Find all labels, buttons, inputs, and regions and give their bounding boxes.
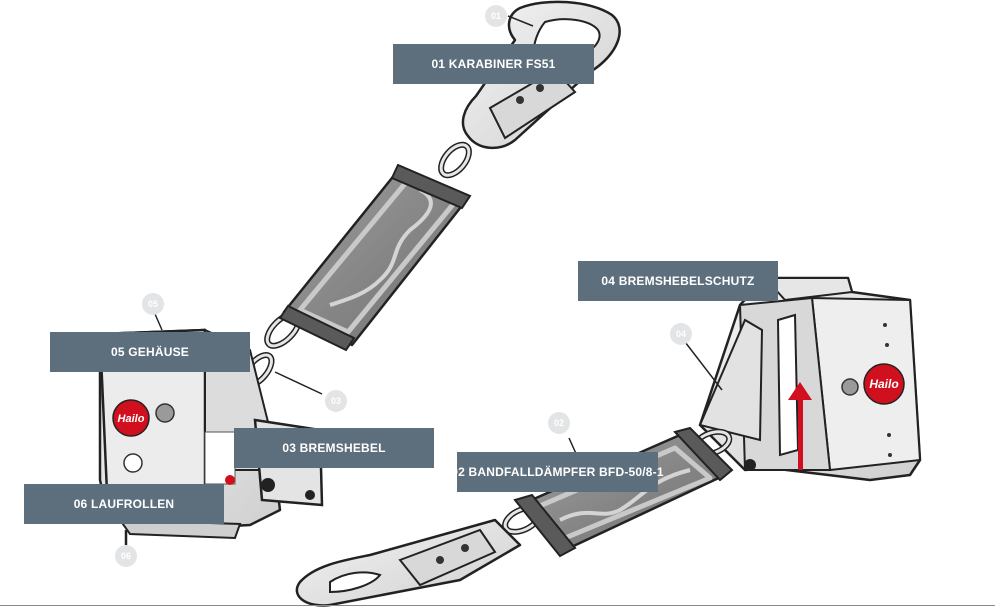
- hailo-logo-left: Hailo: [118, 413, 145, 425]
- right-housing: [698, 276, 922, 482]
- leader-line-04: [681, 337, 723, 391]
- lower-damper: [513, 426, 734, 558]
- callout-badge-02: 02: [548, 412, 570, 434]
- callout-badge-04: 04: [670, 323, 692, 345]
- callout-badge-05: 05: [142, 293, 164, 315]
- leader-line-03: [274, 371, 323, 395]
- hailo-logo-right: Hailo: [869, 377, 898, 391]
- label-bremshebel: 03 BREMSHEBEL: [234, 428, 434, 468]
- label-gehaeuse: 05 GEHÄUSE: [50, 332, 250, 372]
- lower-carabiner: [295, 518, 522, 607]
- bottom-divider: [0, 605, 995, 606]
- upper-damper: [278, 163, 472, 352]
- label-laufrollen: 06 LAUFROLLEN: [24, 484, 224, 524]
- callout-badge-06: 06: [115, 545, 137, 567]
- label-bremshebelschutz: 04 BREMSHEBELSCHUTZ: [578, 261, 778, 301]
- callout-badge-01: 01: [485, 5, 507, 27]
- leader-line-05: [154, 313, 163, 331]
- label-bandfalldaempfer: 02 BANDFALLDÄMPFER BFD-50/8-1: [451, 452, 664, 492]
- label-karabiner: 01 KARABINER FS51: [393, 44, 594, 84]
- leader-line-01: [507, 15, 534, 27]
- callout-badge-03: 03: [325, 390, 347, 412]
